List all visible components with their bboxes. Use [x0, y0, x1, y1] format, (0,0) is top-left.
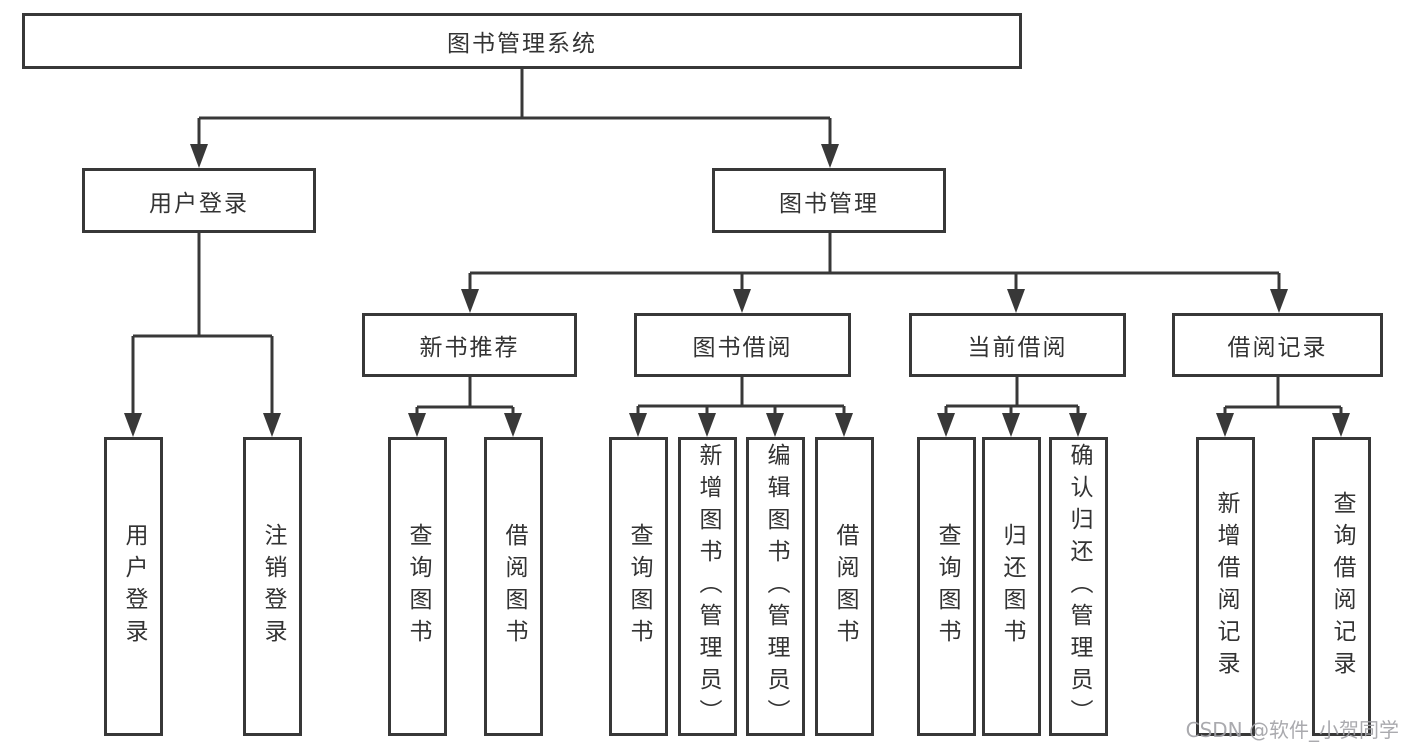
leaf-query-books-current: 查询图书 — [917, 437, 976, 736]
leaf-edit-book-admin-label: 编辑图书（管理员） — [763, 442, 789, 731]
node-book-management-label: 图书管理 — [779, 190, 879, 217]
leaf-borrow-books-recommend: 借阅图书 — [484, 437, 543, 736]
leaf-query-books-recommend-label: 查询图书 — [405, 522, 431, 651]
leaf-logout-label: 注销登录 — [260, 522, 286, 651]
leaf-add-book-admin: 新增图书（管理员） — [678, 437, 737, 736]
node-library-system-label: 图书管理系统 — [447, 31, 597, 57]
node-library-system: 图书管理系统 — [22, 13, 1022, 69]
leaf-query-borrow-record-label: 查询借阅记录 — [1329, 490, 1355, 683]
leaf-confirm-return-admin-label: 确认归还（管理员） — [1066, 442, 1092, 731]
node-book-borrowing-label: 图书借阅 — [692, 335, 793, 361]
leaf-query-books-borrowing: 查询图书 — [609, 437, 668, 736]
node-user-login: 用户登录 — [82, 168, 316, 233]
leaf-edit-book-admin: 编辑图书（管理员） — [746, 437, 805, 736]
leaf-borrow-books-recommend-label: 借阅图书 — [501, 522, 527, 651]
leaf-confirm-return-admin: 确认归还（管理员） — [1049, 437, 1108, 736]
leaf-return-books-label: 归还图书 — [999, 522, 1025, 651]
leaf-borrow-books-borrowing: 借阅图书 — [815, 437, 874, 736]
leaf-user-login-label: 用户登录 — [121, 522, 147, 651]
leaf-query-books-current-label: 查询图书 — [934, 522, 960, 651]
leaf-query-borrow-record: 查询借阅记录 — [1312, 437, 1371, 736]
node-current-borrowing-label: 当前借阅 — [967, 335, 1068, 361]
csdn-watermark: CSDN @软件_小贺同学 — [1185, 718, 1399, 742]
node-book-borrowing: 图书借阅 — [634, 313, 851, 377]
leaf-add-borrow-record: 新增借阅记录 — [1196, 437, 1255, 736]
node-new-book-recommend-label: 新书推荐 — [419, 335, 520, 361]
node-borrowing-records-label: 借阅记录 — [1227, 335, 1328, 361]
node-new-book-recommend: 新书推荐 — [362, 313, 577, 377]
leaf-return-books: 归还图书 — [982, 437, 1041, 736]
leaf-query-books-borrowing-label: 查询图书 — [626, 522, 652, 651]
leaf-add-borrow-record-label: 新增借阅记录 — [1213, 490, 1239, 683]
leaf-user-login: 用户登录 — [104, 437, 163, 736]
leaf-query-books-recommend: 查询图书 — [388, 437, 447, 736]
leaf-add-book-admin-label: 新增图书（管理员） — [695, 442, 721, 731]
node-current-borrowing: 当前借阅 — [909, 313, 1126, 377]
node-book-management: 图书管理 — [712, 168, 946, 233]
node-borrowing-records: 借阅记录 — [1172, 313, 1383, 377]
node-user-login-label: 用户登录 — [149, 190, 249, 217]
leaf-borrow-books-borrowing-label: 借阅图书 — [832, 522, 858, 651]
leaf-logout: 注销登录 — [243, 437, 302, 736]
